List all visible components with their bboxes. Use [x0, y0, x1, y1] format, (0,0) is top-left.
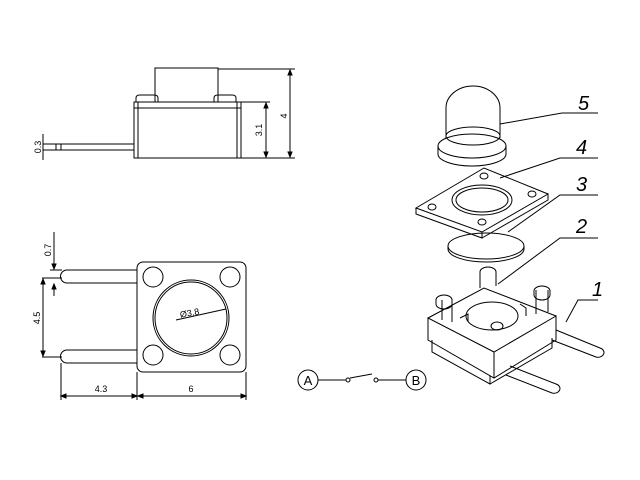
part-label-2: 2 [575, 216, 587, 238]
body-side [133, 101, 242, 159]
lead-top [60, 269, 137, 284]
part-label-1: 1 [592, 279, 603, 301]
dim-lead-pitch: 4.5 [32, 312, 42, 325]
dim-lead-width: 0.7 [43, 244, 53, 257]
button-outline [152, 279, 230, 357]
part-leaders [497, 112, 598, 323]
body-top [136, 261, 247, 373]
terminal-b-label: B [412, 373, 421, 388]
lead-bottom [60, 349, 137, 364]
terminal-a-label: A [304, 373, 313, 388]
part-1-leads [505, 329, 605, 394]
dim-total-height: 4 [279, 113, 289, 118]
dim-lead-length: 4.3 [95, 384, 108, 394]
top-view: Ø3.8 0.7 4.5 4.3 6 [32, 232, 248, 400]
part-3-dome [447, 232, 525, 263]
part-4-plate [414, 167, 550, 239]
part-5-cap [437, 85, 507, 167]
part-label-4: 4 [576, 137, 587, 159]
dim-lead-thickness: 0.3 [33, 141, 43, 154]
exploded-view: 5 4 3 2 1 [414, 85, 605, 394]
lead-side [42, 143, 135, 151]
pin-tops [135, 94, 237, 102]
button-cap-side [154, 67, 219, 103]
side-view: 3.1 4 0.3 [33, 67, 295, 160]
dim-body-width: 6 [188, 384, 193, 394]
part-label-3: 3 [576, 174, 587, 196]
dim-button-diameter: Ø3.8 [179, 306, 200, 319]
part-label-5: 5 [578, 93, 590, 115]
switch-schematic: A B [297, 369, 427, 391]
dim-body-height: 3.1 [254, 124, 264, 137]
part-2-base [426, 266, 558, 385]
